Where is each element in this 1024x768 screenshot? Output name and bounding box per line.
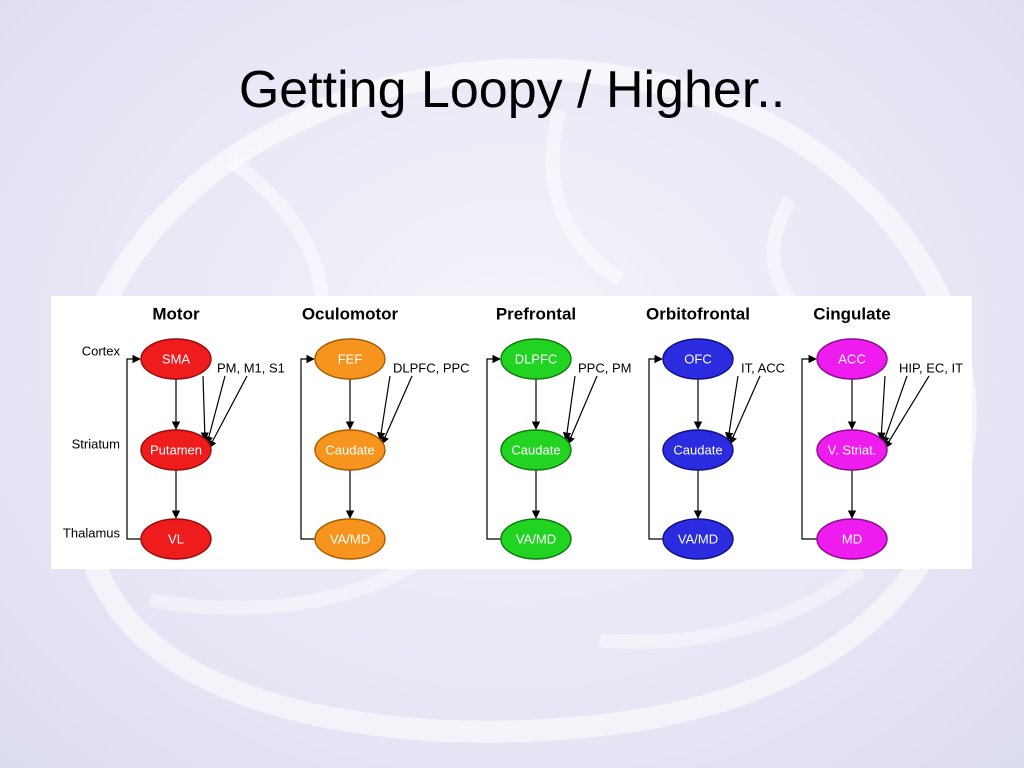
cortex-node-label-orbitofrontal: OFC xyxy=(684,352,711,367)
thalamus-node-oculomotor xyxy=(314,518,386,560)
cortex-node-oculomotor xyxy=(314,338,386,380)
thalamus-node-prefrontal xyxy=(500,518,572,560)
input-arrow-prefrontal-0 xyxy=(562,375,576,441)
input-arrow-motor-0 xyxy=(200,375,209,441)
input-arrow-motor-2 xyxy=(208,375,248,449)
cortex-node-orbitofrontal xyxy=(662,338,734,380)
input-label-oculomotor: DLPFC, PPC xyxy=(393,361,470,376)
input-label-cingulate: HIP, EC, IT xyxy=(899,361,963,376)
row-label-striatum: Striatum xyxy=(72,437,120,452)
thalamus-node-label-motor: VL xyxy=(168,532,184,547)
striatum-node-label-cingulate: V. Striat. xyxy=(828,443,877,458)
slide-title: Getting Loopy / Higher.. xyxy=(238,61,786,119)
input-arrow-motor-1 xyxy=(204,375,226,445)
input-arrow-orbitofrontal-0 xyxy=(725,375,739,441)
input-arrow-prefrontal-1 xyxy=(567,375,598,445)
striatum-node-label-orbitofrontal: Caudate xyxy=(673,443,722,458)
feedback-arrow-prefrontal xyxy=(486,354,501,540)
thalamus-node-label-prefrontal: VA/MD xyxy=(516,532,556,547)
loop-header-prefrontal: Prefrontal xyxy=(496,305,576,324)
loop-header-cingulate: Cingulate xyxy=(813,305,890,324)
cortex-node-cingulate xyxy=(816,338,888,380)
input-label-orbitofrontal: IT, ACC xyxy=(741,361,785,376)
cortex-node-label-prefrontal: DLPFC xyxy=(515,352,558,367)
striatum-node-label-oculomotor: Caudate xyxy=(325,443,374,458)
input-arrow-cingulate-2 xyxy=(884,375,930,449)
cortex-node-label-cingulate: ACC xyxy=(838,352,865,367)
thalamus-node-cingulate xyxy=(816,518,888,560)
feedback-arrow-oculomotor xyxy=(300,354,315,540)
striatum-node-label-prefrontal: Caudate xyxy=(511,443,560,458)
striatum-node-prefrontal xyxy=(500,429,572,471)
feedback-arrow-orbitofrontal xyxy=(648,354,663,540)
loop-header-motor: Motor xyxy=(152,305,200,324)
thalamus-node-label-cingulate: MD xyxy=(842,532,862,547)
striatum-node-orbitofrontal xyxy=(662,429,734,471)
thalamus-node-motor xyxy=(140,518,212,560)
input-arrow-cingulate-1 xyxy=(881,375,908,445)
thalamus-node-orbitofrontal xyxy=(662,518,734,560)
input-arrow-oculomotor-1 xyxy=(381,375,413,445)
input-arrow-orbitofrontal-1 xyxy=(729,375,761,445)
input-arrow-oculomotor-0 xyxy=(377,375,391,441)
striatum-node-label-motor: Putamen xyxy=(150,443,202,458)
cortex-node-prefrontal xyxy=(500,338,572,380)
row-label-cortex: Cortex xyxy=(82,344,121,359)
loop-header-oculomotor: Oculomotor xyxy=(302,305,399,324)
input-arrow-cingulate-0 xyxy=(877,375,886,441)
feedback-arrow-motor xyxy=(126,354,141,540)
input-label-prefrontal: PPC, PM xyxy=(578,361,631,376)
cortex-node-label-oculomotor: FEF xyxy=(338,352,363,367)
thalamus-node-label-oculomotor: VA/MD xyxy=(330,532,370,547)
cortex-node-label-motor: SMA xyxy=(162,352,191,367)
feedback-arrow-cingulate xyxy=(801,354,817,540)
row-label-thalamus: Thalamus xyxy=(63,526,121,541)
striatum-node-motor xyxy=(140,429,212,471)
thalamus-node-label-orbitofrontal: VA/MD xyxy=(678,532,718,547)
cortex-node-motor xyxy=(140,338,212,380)
loop-header-orbitofrontal: Orbitofrontal xyxy=(646,305,750,324)
striatum-node-cingulate xyxy=(816,429,888,471)
striatum-node-oculomotor xyxy=(314,429,386,471)
input-label-motor: PM, M1, S1 xyxy=(217,361,285,376)
